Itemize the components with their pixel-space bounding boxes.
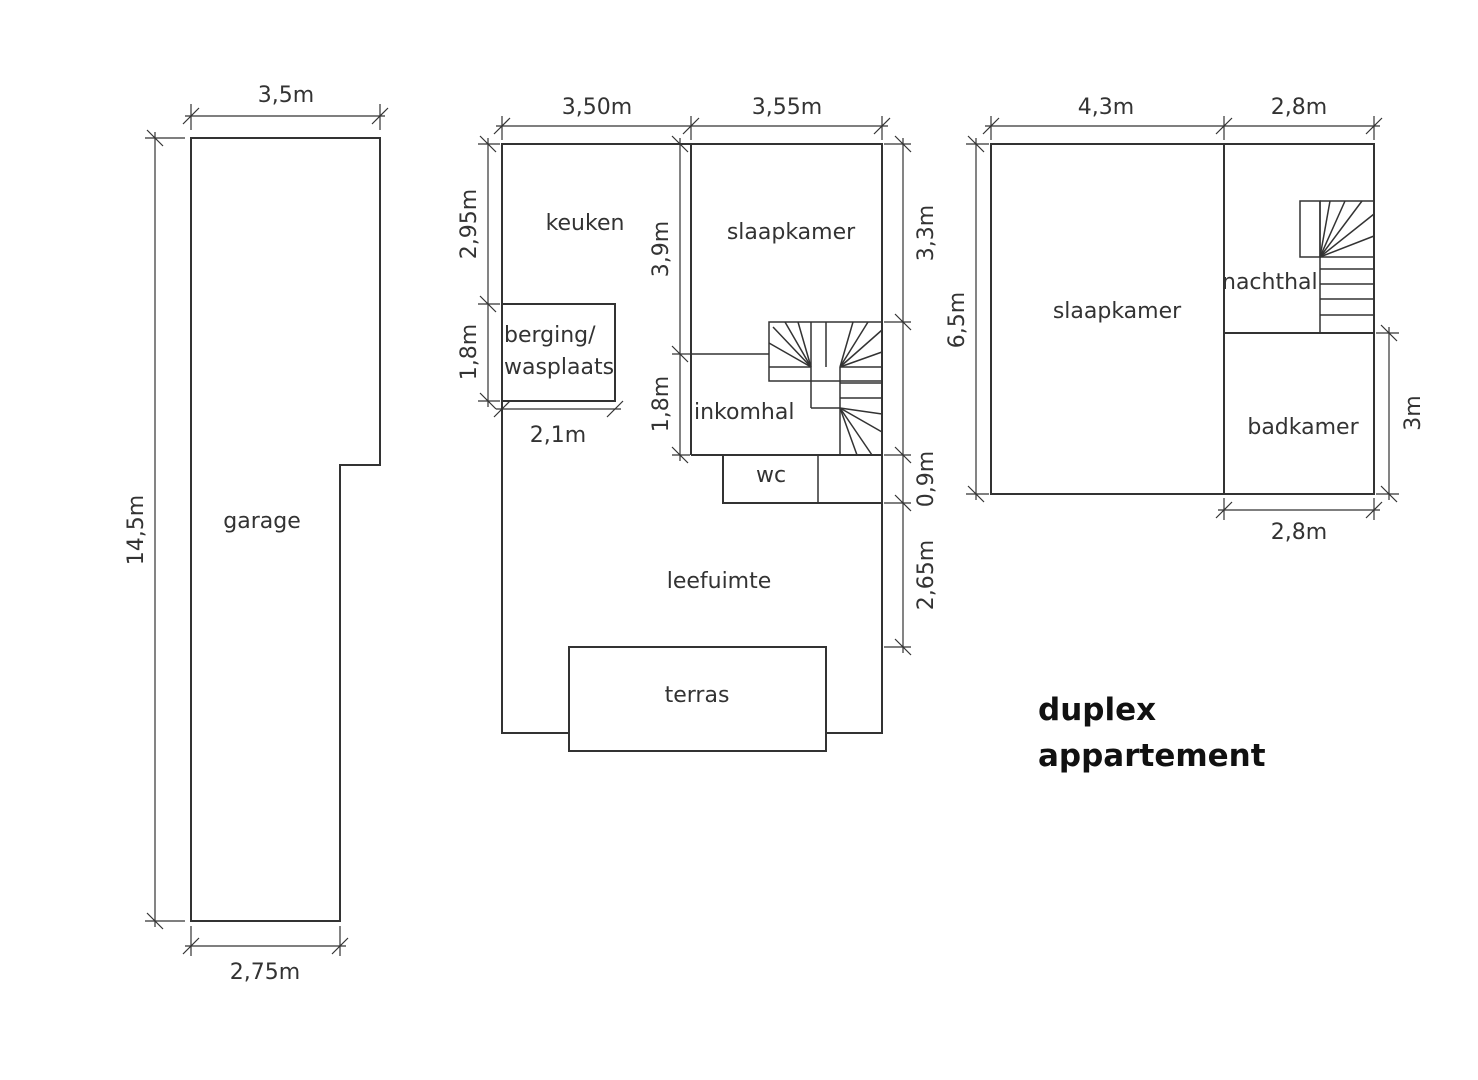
wc-outline <box>722 455 882 504</box>
right-upper-height-label: 3,3m <box>914 205 939 261</box>
garage-top-dimension <box>182 104 389 130</box>
terras-room-label: terras <box>665 683 730 708</box>
ground-floor-staircase <box>768 321 883 456</box>
berging-room-label-line1: berging/ <box>504 323 596 348</box>
inkomhal-height-label: 1,8m <box>649 376 674 432</box>
keuken-height-label: 2,95m <box>457 189 482 259</box>
nachthal-room-label: nachthal <box>1222 270 1318 295</box>
ground-top-dimensions <box>493 116 891 140</box>
garage-outline <box>190 137 381 922</box>
plan-title-line1: duplex <box>1038 692 1156 728</box>
upper-top-left-width-label: 4,3m <box>1078 95 1134 120</box>
berging-room-label-line2: wasplaats <box>504 355 614 380</box>
garage-room-label: garage <box>223 509 300 534</box>
wc-room-label: wc <box>756 463 786 488</box>
ground-right-dimensions <box>884 135 912 656</box>
garage-top-width-label: 3,5m <box>258 83 314 108</box>
berging-height-label: 1,8m <box>457 324 482 380</box>
upper-slaapkamer-room-label: slaapkamer <box>1053 299 1182 324</box>
berging-width-label: 2,1m <box>530 423 586 448</box>
upper-bottom-dimension <box>1215 498 1383 520</box>
ground-inner-dimensions <box>671 135 690 464</box>
garage-height-label: 14,5m <box>124 495 149 565</box>
slaapkamer-height-label: 3,9m <box>649 221 674 277</box>
badkamer-room-label: badkamer <box>1247 415 1359 440</box>
plan-title-line2: appartement <box>1038 738 1266 774</box>
upper-top-right-width-label: 2,8m <box>1271 95 1327 120</box>
terras-outline <box>568 646 827 752</box>
right-lower-height-label: 2,65m <box>914 540 939 610</box>
upper-floor-plan <box>966 116 1399 520</box>
inkomhal-room-label: inkomhal <box>694 400 794 425</box>
garage-bottom-width-label: 2,75m <box>230 960 300 985</box>
berging-width-dimension <box>493 400 624 418</box>
garage-plan <box>145 104 389 956</box>
upper-bottom-right-width-label: 2,8m <box>1271 520 1327 545</box>
upper-top-dimensions <box>982 116 1383 140</box>
ground-floor-plan <box>478 116 912 752</box>
upper-floor-staircase <box>1299 200 1375 333</box>
badkamer-height-label: 3m <box>1401 395 1426 430</box>
garage-bottom-dimension <box>182 926 349 956</box>
upper-left-height-label: 6,5m <box>945 292 970 348</box>
ground-top-left-width-label: 3,50m <box>562 95 632 120</box>
berging-outline <box>501 303 616 402</box>
ground-left-dimensions <box>478 135 500 410</box>
ground-top-right-width-label: 3,55m <box>752 95 822 120</box>
garage-height-dimension <box>145 129 185 930</box>
leefruimte-room-label: leefuimte <box>667 569 772 594</box>
upper-left-dimension <box>966 135 989 503</box>
upper-right-dimension <box>1376 324 1399 503</box>
slaapkamer-room-label: slaapkamer <box>727 220 856 245</box>
wc-height-label: 0,9m <box>914 451 939 507</box>
keuken-room-label: keuken <box>546 211 625 236</box>
upper-floor-outline <box>990 143 1375 495</box>
